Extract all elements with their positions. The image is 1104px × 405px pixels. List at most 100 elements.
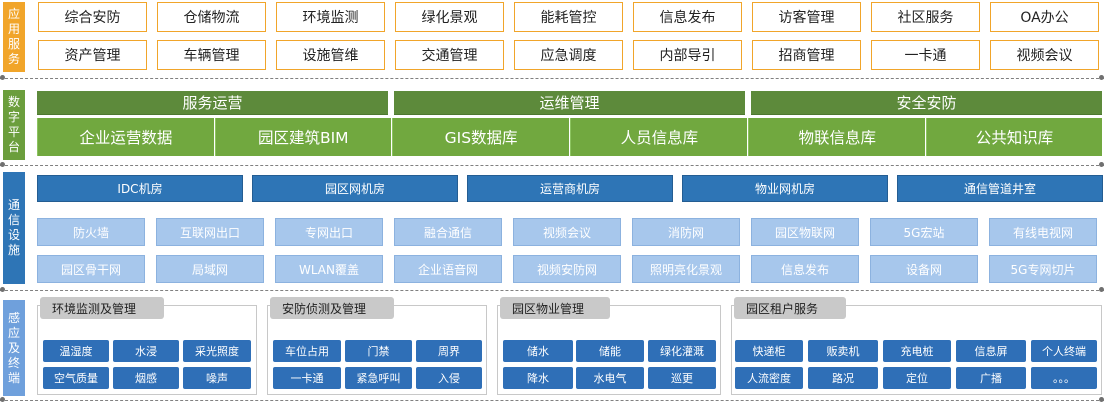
application-row-1: 综合安防 仓储物流 环境监测 绿化景观 能耗管控 信息发布 访客管理 社区服务 …	[38, 2, 1104, 32]
platform-top-cell: 服务运营	[37, 91, 388, 115]
comm-network-cell: 设备网	[870, 255, 978, 283]
application-row-2: 资产管理 车辆管理 设施管维 交通管理 应急调度 内部导引 招商管理 一卡通 视…	[38, 40, 1104, 70]
sensor-cell: 空气质量	[43, 367, 109, 389]
sensor-cell: 水浸	[113, 340, 179, 362]
sensor-cell: 入侵	[416, 367, 482, 389]
platform-sub-cell: 公共知识库	[926, 118, 1102, 156]
sensor-cell: 温湿度	[43, 340, 109, 362]
platform-sub-row: 企业运营数据 园区建筑BIM GIS数据库 人员信息库 物联信息库 公共知识库	[37, 118, 1102, 156]
communication-top-row: IDC机房 园区网机房 运营商机房 物业网机房 通信管道井室	[37, 175, 1103, 202]
sensor-cell: 个人终端	[1031, 340, 1097, 362]
comm-network-cell: 信息发布	[751, 255, 859, 283]
app-service-cell: 内部导引	[633, 40, 742, 70]
sensor-cell: 烟感	[113, 367, 179, 389]
comm-room-cell: IDC机房	[37, 175, 243, 202]
app-service-cell: 设施管维	[276, 40, 385, 70]
comm-room-cell: 园区网机房	[252, 175, 458, 202]
sensor-cell: 噪声	[183, 367, 251, 389]
app-service-cell: 招商管理	[752, 40, 861, 70]
sensing-group-title: 环境监测及管理	[40, 297, 164, 319]
comm-network-cell: 照明亮化景观	[632, 255, 740, 283]
app-service-cell: 信息发布	[633, 2, 742, 32]
layer-divider	[0, 287, 1104, 292]
app-service-cell: 资产管理	[38, 40, 147, 70]
sensor-cell: 储能	[576, 340, 644, 362]
sensor-cell: 快递柜	[735, 340, 803, 362]
layer-divider	[0, 162, 1104, 167]
app-service-cell: 一卡通	[871, 40, 980, 70]
sensor-cell: 。。。	[1031, 367, 1097, 389]
sensor-cell: 车位占用	[273, 340, 341, 362]
platform-block: 服务运营 运维管理 安全安防 企业运营数据 园区建筑BIM GIS数据库 人员信…	[37, 91, 1102, 159]
comm-network-cell: 企业语音网	[394, 255, 502, 283]
platform-sub-cell: 人员信息库	[570, 118, 748, 156]
app-service-cell: 车辆管理	[157, 40, 266, 70]
comm-network-cell: 视频安防网	[513, 255, 621, 283]
platform-sub-cell: 园区建筑BIM	[214, 118, 391, 156]
app-service-cell: 环境监测	[276, 2, 385, 32]
comm-room-cell: 通信管道井室	[897, 175, 1103, 202]
comm-network-cell: 互联网出口	[156, 218, 264, 246]
sensor-cell: 路况	[808, 367, 878, 389]
comm-network-cell: 消防网	[632, 218, 740, 246]
layer-label-sensing: 感应及终端	[3, 300, 25, 396]
comm-network-cell: 5G宏站	[870, 218, 978, 246]
layer-divider	[0, 397, 1104, 402]
app-service-cell: 应急调度	[514, 40, 623, 70]
app-service-cell: OA办公	[990, 2, 1099, 32]
platform-top-row: 服务运营 运维管理 安全安防	[37, 91, 1102, 115]
layer-label-platform: 数字平台	[3, 90, 25, 160]
sensor-cell: 充电桩	[883, 340, 951, 362]
comm-network-cell: WLAN覆盖	[275, 255, 383, 283]
comm-network-cell: 视频会议	[513, 218, 621, 246]
sensor-cell: 广播	[956, 367, 1026, 389]
layer-label-sensing-text: 感应及终端	[7, 310, 20, 385]
layer-divider	[0, 75, 1104, 80]
sensor-cell: 人流密度	[735, 367, 803, 389]
comm-room-cell: 运营商机房	[467, 175, 673, 202]
app-service-cell: 能耗管控	[514, 2, 623, 32]
comm-network-cell: 局域网	[156, 255, 264, 283]
sensor-cell: 一卡通	[273, 367, 341, 389]
comm-network-cell: 园区骨干网	[37, 255, 145, 283]
app-service-cell: 访客管理	[752, 2, 861, 32]
platform-sub-cell: GIS数据库	[391, 118, 570, 156]
platform-top-cell: 运维管理	[394, 91, 745, 115]
communication-row-1: 防火墙 互联网出口 专网出口 融合通信 视频会议 消防网 园区物联网 5G宏站 …	[37, 218, 1097, 246]
comm-network-cell: 防火墙	[37, 218, 145, 246]
app-service-cell: 绿化景观	[395, 2, 504, 32]
sensor-cell: 信息屏	[956, 340, 1026, 362]
sensor-cell: 定位	[883, 367, 951, 389]
layer-label-communication: 通信设施	[3, 172, 25, 284]
app-service-cell: 社区服务	[871, 2, 980, 32]
sensor-cell: 周界	[416, 340, 482, 362]
comm-room-cell: 物业网机房	[682, 175, 888, 202]
app-service-cell: 视频会议	[990, 40, 1099, 70]
sensor-cell: 采光照度	[183, 340, 251, 362]
sensor-cell: 巡更	[648, 367, 716, 389]
sensing-group-title: 园区物业管理	[500, 297, 610, 319]
comm-network-cell: 专网出口	[275, 218, 383, 246]
sensor-cell: 门禁	[345, 340, 412, 362]
sensor-cell: 降水	[503, 367, 573, 389]
sensing-group-title: 安防侦测及管理	[270, 297, 394, 319]
sensor-cell: 储水	[503, 340, 573, 362]
comm-network-cell: 园区物联网	[751, 218, 859, 246]
sensor-cell: 绿化灌溉	[648, 340, 716, 362]
layer-label-application-text: 应用服务	[7, 7, 20, 66]
communication-row-2: 园区骨干网 局域网 WLAN覆盖 企业语音网 视频安防网 照明亮化景观 信息发布…	[37, 255, 1097, 283]
platform-top-cell: 安全安防	[751, 91, 1102, 115]
comm-network-cell: 5G专网切片	[989, 255, 1097, 283]
layer-label-platform-text: 数字平台	[7, 95, 20, 154]
app-service-cell: 综合安防	[38, 2, 147, 32]
sensing-group-title: 园区租户服务	[734, 297, 846, 319]
sensor-cell: 紧急呼叫	[345, 367, 412, 389]
platform-sub-cell: 物联信息库	[748, 118, 926, 156]
comm-network-cell: 有线电视网	[989, 218, 1097, 246]
app-service-cell: 仓储物流	[157, 2, 266, 32]
app-service-cell: 交通管理	[395, 40, 504, 70]
layer-label-application: 应用服务	[3, 2, 25, 72]
sensor-cell: 水电气	[576, 367, 644, 389]
comm-network-cell: 融合通信	[394, 218, 502, 246]
layer-label-communication-text: 通信设施	[7, 198, 20, 257]
